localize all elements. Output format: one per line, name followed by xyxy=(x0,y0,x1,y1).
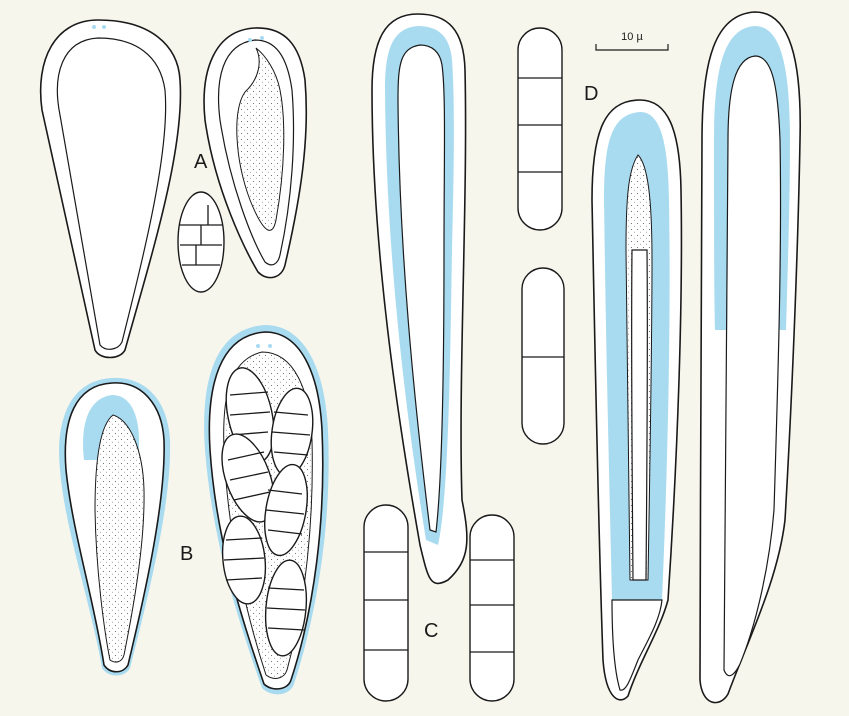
ascus-b-right xyxy=(204,325,329,695)
panel-label-d: D xyxy=(584,83,598,105)
apical-ring-icon xyxy=(410,34,426,38)
apical-ring-icon xyxy=(256,344,272,348)
ascospore-cluster xyxy=(221,367,314,657)
apical-ring-icon xyxy=(248,36,264,42)
ascospore-c-middle xyxy=(521,267,565,445)
apical-ring-icon xyxy=(744,44,762,48)
scale-bar-label: 10 µ xyxy=(621,31,643,43)
panel-label-a: A xyxy=(194,151,208,173)
ascus-a-left xyxy=(39,19,182,359)
ascus-a-right xyxy=(203,27,308,279)
scale-bar: 10 µ xyxy=(595,31,669,51)
apical-ring-icon xyxy=(630,126,648,130)
ascospore-c-upper xyxy=(517,27,563,231)
panel-label-b: B xyxy=(180,543,193,565)
ascus-d-left xyxy=(591,99,683,701)
ascus-c xyxy=(371,13,468,585)
ascospore-c-lower-right xyxy=(469,514,515,702)
ascus-b-left xyxy=(59,377,171,676)
panel-label-c: C xyxy=(424,620,438,642)
ascospore-c-lower-left xyxy=(363,504,409,702)
ascus-d-right xyxy=(699,11,802,704)
ascospore-muriform xyxy=(177,191,225,293)
apical-ring-icon xyxy=(92,25,106,29)
